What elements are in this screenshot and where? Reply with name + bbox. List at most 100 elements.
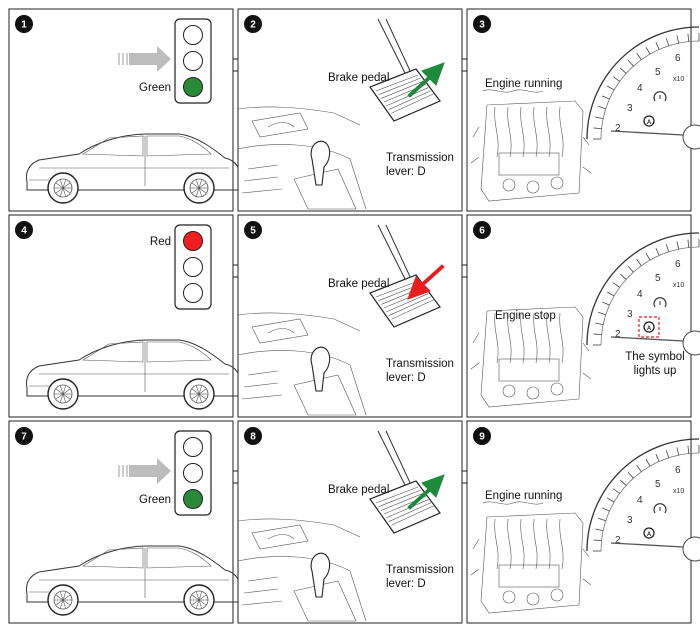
step-number-badge bbox=[244, 427, 262, 445]
car-spoke bbox=[55, 393, 64, 400]
car-window-rear bbox=[146, 547, 212, 569]
engine-intake-runner bbox=[507, 518, 512, 570]
step-number-badge bbox=[244, 15, 262, 33]
gauge-tick bbox=[655, 454, 660, 462]
gauge-outer-arc bbox=[586, 232, 700, 346]
gear-lever bbox=[310, 346, 331, 392]
gray-arrow-icon bbox=[129, 458, 171, 484]
gauge-number: 4 bbox=[637, 83, 643, 94]
signal-light bbox=[183, 51, 203, 71]
gauge-tick bbox=[636, 53, 642, 60]
gauge-inner-arc bbox=[600, 246, 700, 346]
gauge-number: 4 bbox=[637, 289, 643, 300]
gauge-number: 3 bbox=[627, 103, 633, 114]
step-number: 3 bbox=[479, 20, 485, 31]
vibration-line bbox=[482, 501, 544, 505]
gauge-tick bbox=[665, 38, 670, 46]
panel-frame bbox=[237, 214, 463, 418]
engine-status-label: Engine running bbox=[485, 490, 562, 502]
step-number: 2 bbox=[250, 20, 256, 31]
console-surround bbox=[237, 350, 367, 416]
car-spoke bbox=[62, 187, 67, 197]
car-spoke bbox=[198, 179, 203, 189]
gauge-tick bbox=[613, 282, 620, 288]
traffic-light bbox=[174, 430, 212, 516]
gauge-hub bbox=[682, 124, 700, 150]
car-spoke bbox=[55, 187, 64, 194]
step-number: 6 bbox=[479, 226, 485, 237]
tire-pressure-icon bbox=[653, 503, 667, 514]
gauge-number: 2 bbox=[615, 535, 621, 546]
auto-stop-icon bbox=[643, 115, 655, 127]
car-illustration bbox=[26, 339, 242, 410]
transmission-label: Transmission bbox=[386, 358, 454, 370]
gauge-hub bbox=[682, 536, 700, 562]
engine-block-detail bbox=[498, 152, 560, 176]
gauge-tick bbox=[655, 248, 660, 256]
console-lines bbox=[241, 576, 283, 606]
gauge-tick bbox=[607, 497, 615, 503]
gauge-unit: x10 bbox=[673, 282, 684, 289]
gauge-number: 2 bbox=[615, 123, 621, 134]
engine-block-detail bbox=[498, 564, 560, 588]
traffic-light bbox=[174, 224, 212, 310]
gauge-tick bbox=[593, 539, 602, 542]
car-spoke bbox=[198, 594, 207, 601]
pedal-groove bbox=[388, 502, 431, 522]
pedal-groove bbox=[391, 93, 434, 114]
signal-light bbox=[183, 257, 203, 277]
car-spoke bbox=[59, 187, 64, 197]
gauge-tick bbox=[598, 517, 606, 522]
step-number: 1 bbox=[21, 20, 27, 31]
brake-pedal-illustration bbox=[369, 224, 445, 328]
gauge-number: 5 bbox=[655, 273, 661, 284]
traffic-light-label: Green bbox=[139, 494, 171, 506]
car-spoke bbox=[198, 599, 203, 609]
pedal-groove bbox=[381, 81, 424, 99]
car-spoke bbox=[198, 591, 203, 601]
car-spoke bbox=[198, 599, 207, 606]
engine-intake-runner bbox=[559, 518, 564, 570]
gauge-tick bbox=[627, 471, 634, 479]
console-lines bbox=[241, 370, 283, 400]
engine-outline bbox=[480, 306, 584, 408]
step-number-badge bbox=[473, 15, 491, 33]
car-spoke bbox=[62, 599, 71, 606]
gauge-unit: x10 bbox=[673, 488, 684, 495]
car-spoke bbox=[198, 393, 203, 403]
transmission-label: Transmission bbox=[386, 564, 454, 576]
console-panel bbox=[251, 112, 309, 138]
transmission-label: Transmission bbox=[386, 152, 454, 164]
car-illustration bbox=[26, 545, 242, 616]
car-spoke bbox=[191, 599, 200, 606]
gauge-tick bbox=[598, 105, 606, 110]
car-spoke bbox=[198, 385, 203, 395]
car-spoke bbox=[191, 594, 200, 601]
traffic-light-label: Red bbox=[150, 236, 171, 248]
car-spoke bbox=[195, 599, 200, 609]
panel-frame bbox=[237, 420, 463, 624]
car-spoke bbox=[59, 591, 64, 601]
panel-frame bbox=[466, 8, 692, 212]
engine-illustration bbox=[470, 501, 592, 614]
signal-light bbox=[183, 283, 203, 303]
gauge-tick bbox=[607, 291, 615, 297]
gauge-tick bbox=[636, 259, 642, 266]
console-lines bbox=[241, 164, 283, 194]
engine-outline bbox=[480, 100, 584, 202]
engine-status-label: Engine stop bbox=[495, 310, 556, 322]
engine-intake-runner bbox=[507, 312, 512, 364]
gauge-needle bbox=[610, 336, 684, 342]
pedal-groove bbox=[375, 74, 419, 92]
symbol-highlight-box bbox=[638, 316, 660, 338]
pedal-groove bbox=[375, 486, 419, 504]
gauge-tick bbox=[595, 116, 604, 120]
car-spoke bbox=[62, 599, 67, 609]
signal-light bbox=[183, 25, 203, 45]
gauge-number: 4 bbox=[637, 495, 643, 506]
